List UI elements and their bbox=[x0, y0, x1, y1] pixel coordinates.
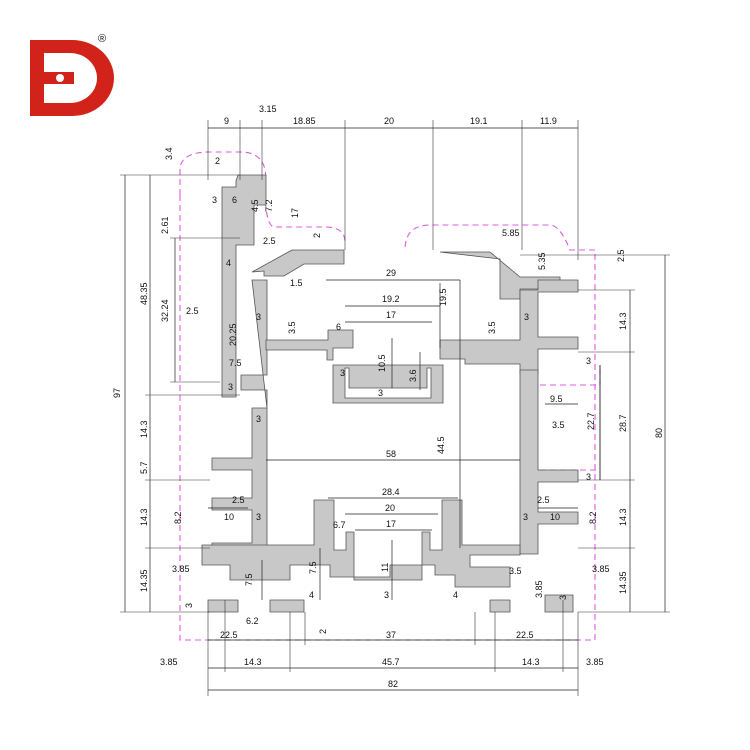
dim-label: 8.2 bbox=[588, 511, 598, 524]
dim-label: 3 bbox=[212, 195, 217, 205]
dim-label: 32.24 bbox=[160, 299, 170, 322]
dim-label: 2.5 bbox=[616, 249, 626, 262]
dim-label: 2 bbox=[215, 156, 220, 166]
dim-label: 45.7 bbox=[382, 657, 400, 667]
dim-label: 3.5 bbox=[552, 420, 565, 430]
dim-label: 3 bbox=[384, 590, 389, 600]
dim-label: 28.7 bbox=[618, 414, 628, 432]
dim-label: 3 bbox=[524, 312, 529, 322]
dim-label: 3 bbox=[256, 312, 261, 322]
dim-label: 3 bbox=[586, 472, 591, 482]
dim-label: 2 bbox=[318, 629, 328, 634]
dim-label: 48.35 bbox=[139, 282, 149, 305]
dim-label: 7.5 bbox=[244, 573, 254, 586]
brand-logo: ® bbox=[30, 33, 114, 116]
dim-label: 3.5 bbox=[487, 321, 497, 334]
dim-label: 5.35 bbox=[537, 252, 547, 270]
dim-label: 14.3 bbox=[244, 657, 262, 667]
dim-label: 20.25 bbox=[228, 323, 238, 346]
dim-label: 3 bbox=[378, 388, 383, 398]
dim-label: 5.7 bbox=[139, 461, 149, 474]
dim-label: 3.5 bbox=[509, 566, 522, 576]
dim-label: 4 bbox=[309, 590, 314, 600]
dim-label: 22.5 bbox=[220, 630, 238, 640]
dim-label: 19.1 bbox=[470, 116, 488, 126]
dim-label: 14.3 bbox=[522, 657, 540, 667]
dim-label: 7.2 bbox=[264, 199, 274, 212]
dim-label: 6.2 bbox=[246, 616, 259, 626]
aluminum-profile bbox=[201, 174, 579, 613]
dim-label: 3.5 bbox=[287, 321, 297, 334]
dim-label: 8.2 bbox=[173, 511, 183, 524]
dim-label: 6.7 bbox=[333, 520, 346, 530]
dim-label: 2 bbox=[312, 233, 322, 238]
dim-label: 6 bbox=[232, 195, 237, 205]
dim-label: 44.5 bbox=[436, 436, 446, 454]
dim-label: 4 bbox=[453, 590, 458, 600]
dim-label: 11 bbox=[380, 563, 390, 572]
dim-label: 3 bbox=[586, 356, 591, 366]
dim-label: 28.4 bbox=[382, 487, 400, 497]
dim-label: 17 bbox=[386, 310, 396, 320]
dim-label: 18.85 bbox=[293, 116, 316, 126]
dim-label: 14.3 bbox=[139, 508, 149, 526]
dim-label: 9 bbox=[224, 116, 229, 126]
dim-label: 3.85 bbox=[586, 657, 604, 667]
dim-label: 14.3 bbox=[618, 508, 628, 526]
dim-label: 10 bbox=[224, 512, 234, 522]
dim-label: 3 bbox=[184, 603, 194, 608]
dim-label: 37 bbox=[386, 630, 396, 640]
dim-label: 10 bbox=[550, 512, 560, 522]
dim-label: 19.2 bbox=[382, 294, 400, 304]
dim-label: 3.85 bbox=[160, 657, 178, 667]
dim-label: 22.7 bbox=[586, 412, 596, 430]
dim-label: 3.85 bbox=[172, 564, 190, 574]
registered-mark: ® bbox=[98, 33, 106, 45]
dim-label: 17 bbox=[290, 208, 300, 218]
dimension-labels: 9 3.15 18.85 20 19.1 11.9 3.4 2 3 6 4.5 … bbox=[112, 104, 664, 689]
dim-label: 97 bbox=[112, 388, 122, 398]
dim-label: 82 bbox=[388, 679, 398, 689]
dim-label: 7.5 bbox=[229, 358, 242, 368]
dim-label: 4.5 bbox=[250, 199, 260, 212]
dim-label: 2.5 bbox=[232, 495, 245, 505]
dim-label: 3.85 bbox=[534, 580, 544, 598]
dim-label: 58 bbox=[386, 449, 396, 459]
dim-label: 9.5 bbox=[550, 394, 563, 404]
dim-label: 2.5 bbox=[186, 306, 199, 316]
dim-label: 1.5 bbox=[290, 278, 303, 288]
dim-label: 20 bbox=[385, 503, 395, 513]
dim-label: 20 bbox=[384, 116, 394, 126]
dim-label: 3 bbox=[256, 512, 261, 522]
dim-label: 14.3 bbox=[139, 420, 149, 438]
dim-label: 10.5 bbox=[377, 354, 387, 372]
dim-label: 7.5 bbox=[308, 561, 318, 574]
dim-label: 3 bbox=[256, 414, 261, 424]
dim-label: 11.9 bbox=[540, 116, 557, 126]
dim-label: 22.5 bbox=[516, 630, 534, 640]
dim-label: 4 bbox=[226, 258, 231, 268]
dimension-lines bbox=[120, 120, 670, 696]
dim-label: 3.6 bbox=[408, 369, 418, 382]
dim-label: 3.4 bbox=[164, 147, 174, 160]
dim-label: 80 bbox=[654, 428, 664, 438]
dim-label: 17 bbox=[386, 519, 396, 529]
dim-label: 3 bbox=[228, 382, 233, 392]
dim-label: 14.35 bbox=[618, 571, 628, 594]
dim-label: 2.5 bbox=[537, 495, 550, 505]
dim-label: 14.3 bbox=[618, 312, 628, 330]
dim-label: 3.15 bbox=[259, 104, 277, 114]
dim-label: 2.61 bbox=[160, 216, 170, 234]
dim-label: 19.5 bbox=[438, 288, 448, 306]
dim-label: 3 bbox=[558, 595, 568, 600]
dim-label: 3.85 bbox=[592, 564, 610, 574]
dim-label: 5.85 bbox=[502, 228, 520, 238]
dim-label: 2.5 bbox=[263, 236, 276, 246]
dim-label: 3 bbox=[340, 368, 345, 378]
dim-label: 6 bbox=[336, 322, 341, 332]
dim-label: 14.35 bbox=[139, 569, 149, 592]
dim-label: 3 bbox=[523, 512, 528, 522]
dim-label: 29 bbox=[386, 268, 396, 278]
